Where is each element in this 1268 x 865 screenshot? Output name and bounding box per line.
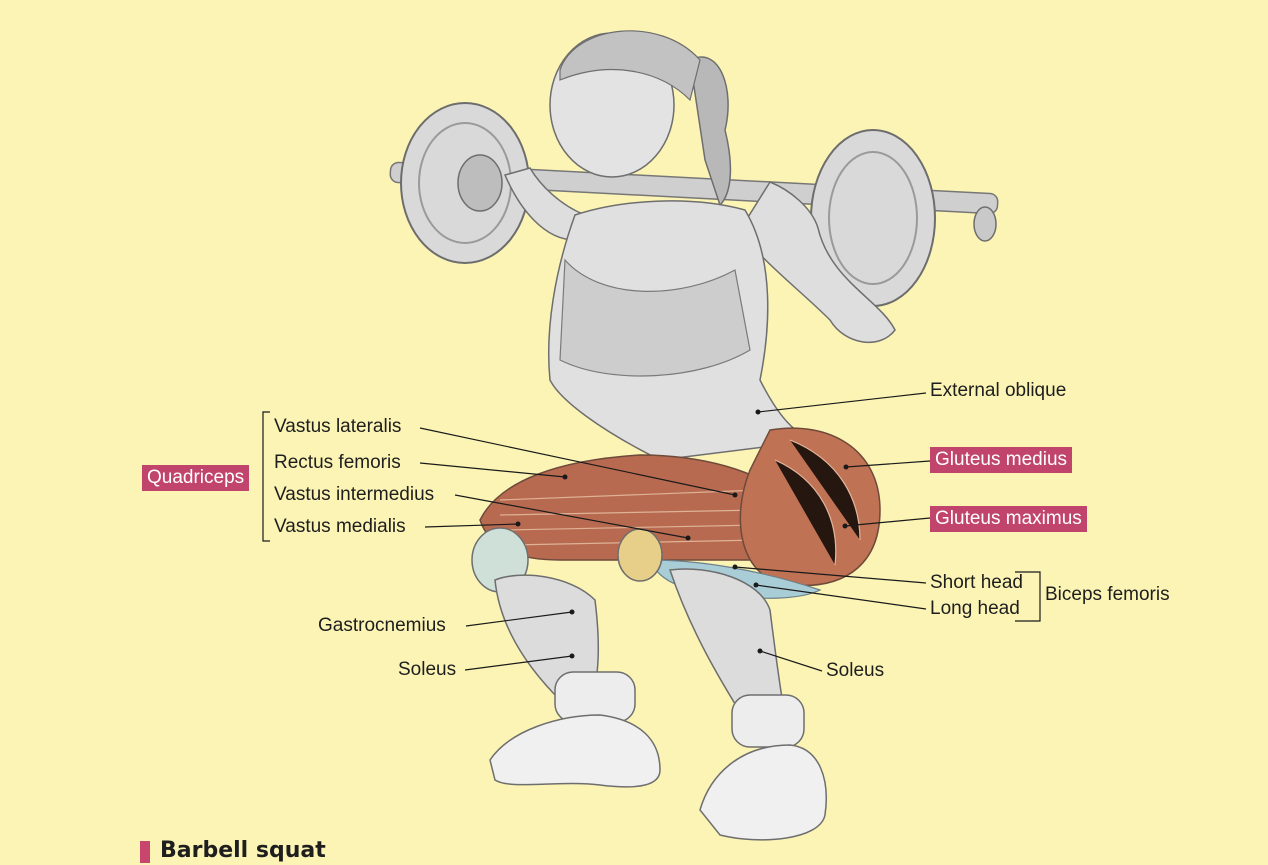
vastus-intermedius-label: Vastus intermedius [274,484,435,505]
gluteus-medius-label: Gluteus medius [930,447,1073,473]
vastus-medialis-label: Vastus medialis [274,516,406,537]
leader-vastus-medialis [424,523,519,528]
rectus-femoris-label: Rectus femoris [274,452,401,473]
biceps-femoris-bracket [1015,571,1041,622]
quadriceps-bracket [262,411,270,542]
gluteus-maximus-label: Gluteus maximus [930,506,1087,532]
leader-lines [262,392,1041,672]
leader-short-head [734,566,927,584]
leader-soleus-right [759,650,823,672]
leader-vastus-lateralis [419,427,736,496]
head [549,30,732,207]
leader-gastrocnemius [465,611,573,627]
figure-caption: Barbell squat [160,838,326,863]
caption-marker [140,841,150,863]
leader-soleus-left [464,655,573,671]
external-oblique-label: External oblique [930,380,1067,401]
leader-vastus-intermedius [454,494,689,539]
soleus-left-label: Soleus [398,659,457,680]
leader-dots [515,409,849,659]
short-head-label: Short head [930,572,1023,593]
gastrocnemius-label: Gastrocnemius [318,615,446,636]
biceps-femoris-group-label: Biceps femoris [1045,584,1170,605]
leader-rectus-femoris [419,462,566,478]
leader-external-oblique [757,392,927,413]
long-head-label: Long head [930,598,1020,619]
leader-gluteus-medius [845,460,931,468]
glute-fibers [774,439,861,566]
quadriceps-group-label: Quadriceps [142,465,250,491]
vastus-lateralis-label: Vastus lateralis [274,416,402,437]
leader-gluteus-maximus [844,517,931,527]
soleus-right-label: Soleus [826,660,885,681]
athlete-figure [389,30,999,841]
leader-long-head [755,584,927,610]
